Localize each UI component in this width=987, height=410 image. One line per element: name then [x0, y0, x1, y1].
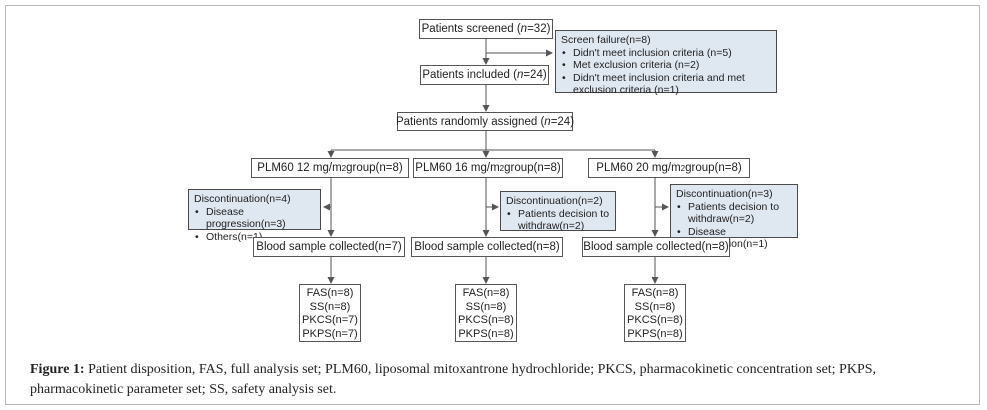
group-20-analysis-sets: FAS(n=8) SS(n=8) PKCS(n=8) PKPS(n=8) [624, 284, 686, 342]
screen-failure-title: Screen failure(n=8) [561, 34, 651, 46]
patients-included-box: Patients included (n=24) [420, 65, 549, 85]
screen-failure-item: Didn't meet inclusion criteria (n=5) [562, 47, 771, 60]
discontinuation-item: Patients decision to withdraw(n=2) [507, 208, 610, 233]
discontinuation-item: Patients decision to withdraw(n=2) [677, 201, 792, 226]
group-16-blood-sample-box: Blood sample collected(n=8) [411, 237, 563, 257]
screen-failure-item: Met exclusion criteria (n=2) [562, 59, 771, 72]
patients-randomized-box: Patients randomly assigned (n=24) [396, 112, 574, 131]
group-20-blood-sample-box: Blood sample collected(n=8) [582, 237, 730, 257]
caption-text: Patient disposition, FAS, full analysis … [30, 362, 877, 397]
patients-screened-box: Patients screened (n=32) [419, 19, 553, 39]
figure-caption: Figure 1: Patient disposition, FAS, full… [30, 360, 965, 400]
group-12-discontinuation-note: Discontinuation(n=4) Disease progression… [188, 189, 321, 243]
figure-frame [5, 5, 980, 405]
group-12-analysis-sets: FAS(n=8) SS(n=8) PKCS(n=7) PKPS(n=7) [299, 284, 361, 342]
discontinuation-item: Others(n=1) [195, 231, 315, 244]
discontinuation-item: Disease progression(n=3) [195, 206, 315, 231]
group-16-analysis-sets: FAS(n=8) SS(n=8) PKCS(n=8) PKPS(n=8) [455, 284, 517, 342]
group-12-blood-sample-box: Blood sample collected(n=7) [253, 237, 405, 257]
caption-label: Figure 1: [30, 362, 85, 377]
group-20-discontinuation-note: Discontinuation(n=3) Patients decision t… [670, 184, 798, 250]
screen-failure-item: Didn't meet inclusion criteria and met e… [562, 72, 771, 97]
screen-failure-note: Screen failure(n=8) Didn't meet inclusio… [555, 30, 777, 96]
group-16-discontinuation-note: Discontinuation(n=2) Patients decision t… [500, 191, 616, 233]
